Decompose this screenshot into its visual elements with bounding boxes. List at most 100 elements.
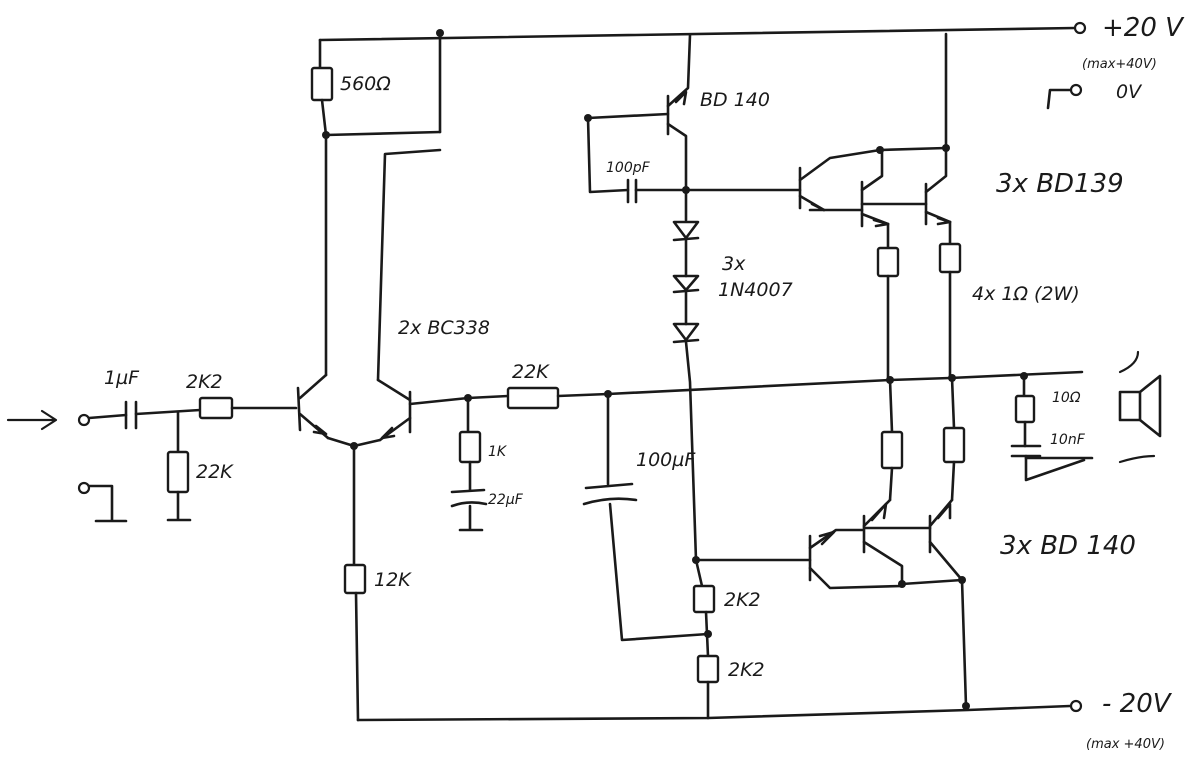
bias-diode-2 (672, 274, 700, 294)
positive-rail-note: (max+40V) (1082, 57, 1157, 72)
pnp-collector-to-negative-wire (900, 578, 968, 708)
junction-dots (322, 29, 1028, 710)
diodes-type-label: 1N4007 (718, 279, 793, 301)
output-npn-1 (860, 148, 890, 228)
junction-dot (942, 144, 950, 152)
bias-resistor-wire-top (694, 558, 704, 588)
output-npn-label: 3x BD139 (996, 169, 1124, 199)
input-ground-terminal (77, 481, 91, 495)
emitter-resistor-pnp1 (880, 430, 904, 470)
miller-capacitor (626, 178, 638, 204)
junction-dot (876, 146, 884, 154)
vas-transistor (666, 33, 692, 192)
feedback-ground-resistor (458, 430, 482, 464)
diff-pair-label: 2x BC338 (398, 317, 490, 339)
negative-terminal (1069, 699, 1083, 713)
feedback-ground-resistor-label: 1K (488, 444, 508, 460)
emitter-resistor-npn2 (938, 242, 962, 274)
junction-dot (1020, 372, 1028, 380)
miller-cap-wire-left (586, 116, 630, 194)
emitter-resistor-label: 4x 1Ω (2W) (972, 283, 1080, 305)
input-shunt-resistor-label: 22K (196, 461, 234, 483)
junction-dot (704, 630, 712, 638)
speaker-icon (1118, 350, 1162, 464)
zobel-resistor (1014, 394, 1036, 424)
junction-dot (604, 390, 612, 398)
input-wire (87, 413, 128, 420)
junction-dot (584, 114, 592, 122)
output-pnp-1 (862, 498, 904, 588)
bias-diode-1 (672, 220, 700, 242)
npn-collector-tie-wire (878, 146, 948, 152)
tail-resistor (343, 563, 367, 595)
emitter-resistor-npn1 (876, 246, 900, 278)
positive-rail-label: +20 V (1102, 13, 1185, 43)
diodes-count-label: 3x (722, 253, 746, 275)
junction-dot (962, 702, 970, 710)
junction-dot (898, 580, 906, 588)
input-ground-wire (87, 484, 128, 523)
input-capacitor (124, 400, 138, 430)
pnp1-emitter-wire-top (888, 378, 894, 434)
bootstrap-capacitor-label: 100µF (636, 449, 696, 471)
negative-rail-label: - 20V (1102, 689, 1173, 719)
zobel-to-speaker-return-wire (1024, 454, 1086, 482)
output-npn-driver (798, 148, 882, 212)
output-pnp-2 (928, 498, 964, 582)
bias-resistor-upper (692, 584, 716, 614)
pnp2-emitter-wire-bottom (950, 460, 956, 502)
junction-dot (692, 556, 700, 564)
vas-transistor-label: BD 140 (700, 89, 770, 111)
positive-terminal (1073, 21, 1087, 35)
output-wire (888, 370, 1084, 382)
junction-dot (464, 394, 472, 402)
output-npn-2 (924, 32, 952, 226)
bias-resistor-upper-label: 2K2 (724, 589, 761, 611)
input-series-resistor-label: 2K2 (186, 371, 223, 393)
output-pnp-driver (808, 528, 904, 590)
bootstrap-cap-wire-bottom (608, 502, 710, 642)
feedback-base-wire (408, 394, 510, 406)
input-terminal (77, 413, 91, 427)
right-collector-wire (376, 148, 442, 382)
positive-rail (318, 21, 1087, 42)
junction-dot (958, 576, 966, 584)
ground-terminal-symbol (1046, 83, 1083, 110)
tail-resistor-label: 12K (374, 569, 412, 591)
collector-resistor (310, 66, 334, 102)
emitter-resistor-pnp2 (942, 426, 966, 464)
diff-transistor-left (296, 373, 330, 440)
input-arrow (6, 409, 58, 431)
bias-resistor-lower (696, 654, 720, 684)
junction-dot (350, 442, 358, 450)
shunt-resistor-ground (166, 490, 192, 522)
tail-to-negative-wire (354, 591, 360, 722)
pnp1-emitter-wire-bottom (888, 466, 894, 502)
negative-rail-note: (max +40V) (1086, 737, 1165, 752)
zobel-capacitor (1010, 444, 1042, 458)
feedback-resistor (506, 386, 560, 410)
input-shunt-resistor (166, 450, 190, 494)
vas-base-wire (586, 112, 670, 120)
miller-capacitor-label: 100pF (606, 160, 651, 176)
collector-resistor-label: 560Ω (340, 73, 391, 95)
diff-transistor-right (376, 378, 412, 442)
collector-node-wire (320, 98, 442, 137)
junction-dot (436, 29, 444, 37)
pnp2-emitter-wire-top (950, 376, 956, 430)
junction-dot (682, 186, 690, 194)
zobel-capacitor-label: 10nF (1050, 432, 1086, 448)
zobel-resistor-label: 10Ω (1052, 390, 1081, 406)
bootstrap-capacitor (582, 482, 638, 506)
input-capacitor-label: 1µF (104, 367, 140, 389)
bias-diode-3 (672, 322, 700, 344)
diode-string-to-pnp-wire (684, 340, 812, 562)
junction-dot (322, 131, 330, 139)
feedback-capacitor (450, 488, 488, 532)
junction-dot (948, 374, 956, 382)
bias-resistor-lower-label: 2K2 (728, 659, 765, 681)
ground-label: 0V (1116, 81, 1143, 103)
output-pnp-label: 3x BD 140 (1000, 531, 1136, 561)
feedback-capacitor-label: 22µF (488, 492, 524, 508)
